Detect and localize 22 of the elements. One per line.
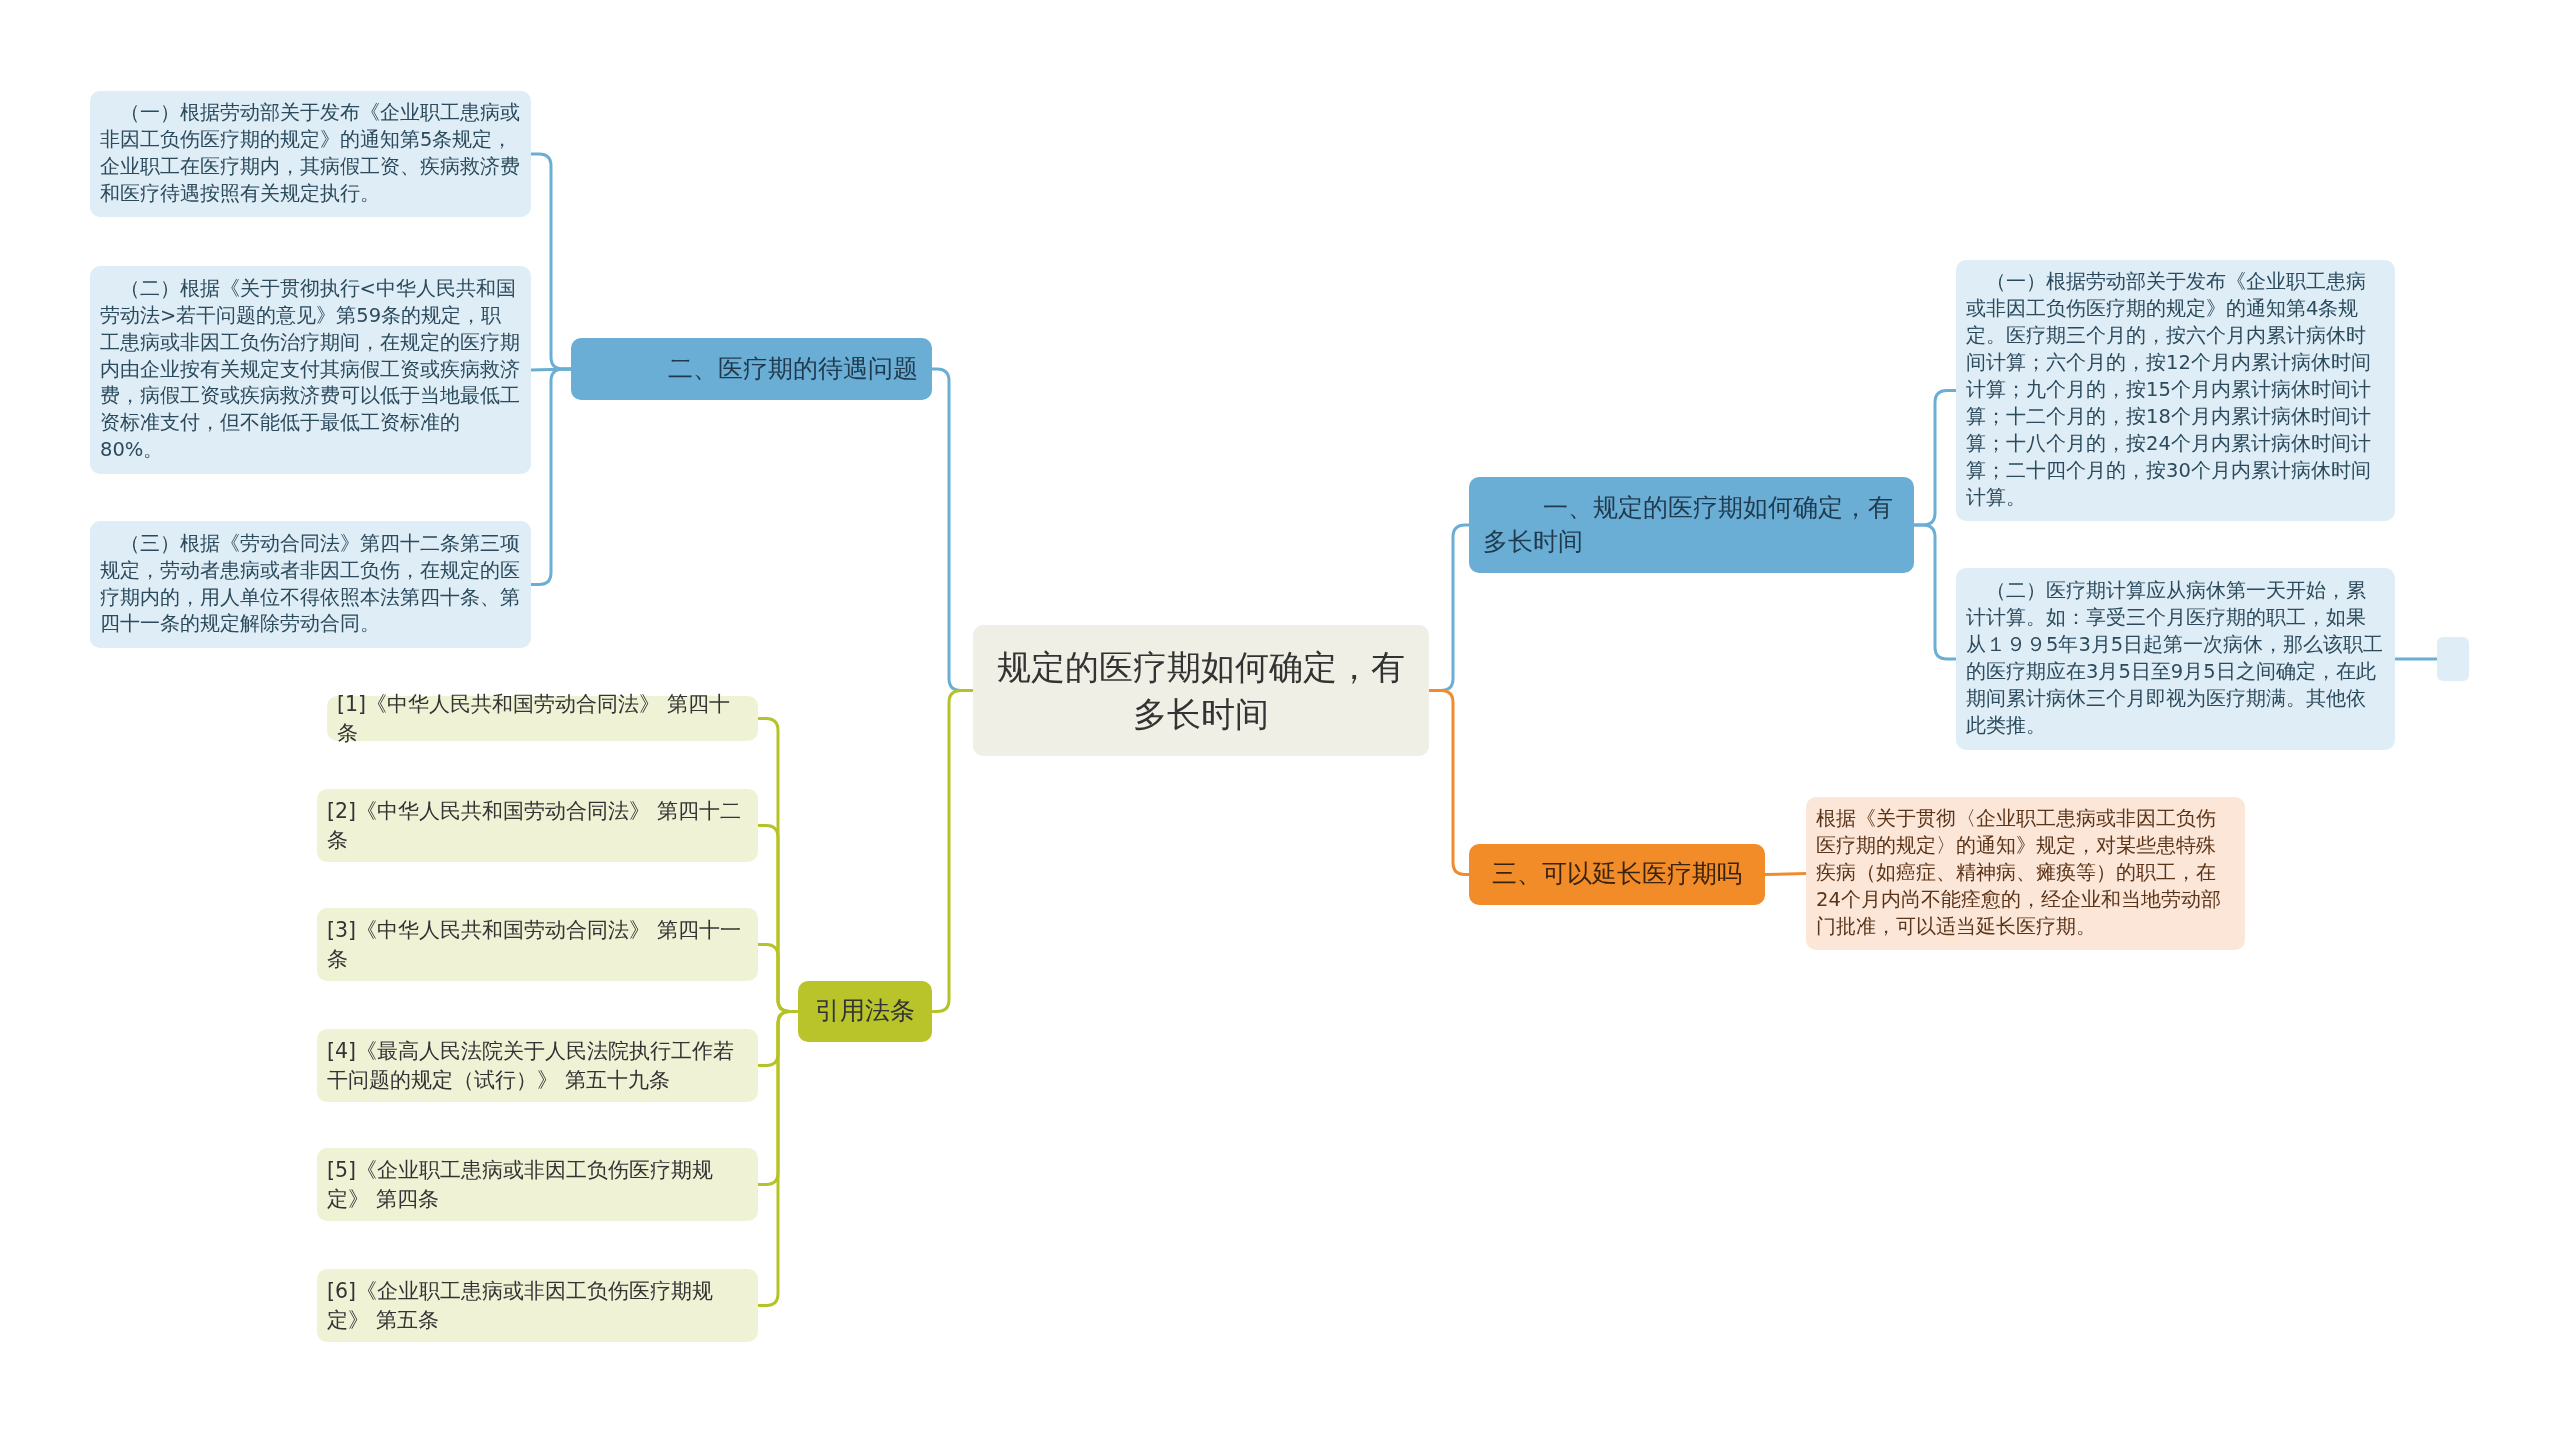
note-box: （二）根据《关于贯彻执行<中华人民共和国劳动法>若干问题的意见》第59条的规定，职工患病或非因工负伤治疗期间，在规定的医疗期内由企业按有关规定支付其病假工资或疾病救济费，病假工资或疾病救济费可以低于当地最低工资标准支付，但不能低于最低工资标准的80%。 bbox=[90, 266, 531, 474]
citation-box: [6]《企业职工患病或非因工负伤医疗期规定》 第五条 bbox=[317, 1269, 758, 1342]
note-box: （二）医疗期计算应从病休第一天开始，累计计算。如：享受三个月医疗期的职工，如果从１９９5年3月5日起第一次病休，那么该职工的医疗期应在3月5日至9月5日之间确定，在此期间累计病休三个月即视为医疗期满。其他依此类推。 bbox=[1956, 568, 2395, 750]
note-box: （一）根据劳动部关于发布《企业职工患病或非因工负伤医疗期的规定》的通知第4条规定。医疗期三个月的，按六个月内累计病休时间计算；六个月的，按12个月内累计病休时间计算；九个月的，按15个月内累计病休时间计算；十二个月的，按18个月内累计病休时间计算；十八个月的，按24个月内累计病休时间计算；二十四个月的，按30个月内累计病休时间计算。 bbox=[1956, 260, 2395, 521]
connector-line bbox=[531, 367, 571, 586]
citation-box: [2]《中华人民共和国劳动合同法》 第四十二条 bbox=[317, 789, 758, 862]
connector-line bbox=[1764, 872, 1807, 876]
empty-box bbox=[2437, 637, 2469, 681]
citation-box: [3]《中华人民共和国劳动合同法》 第四十一条 bbox=[317, 908, 758, 981]
topic-box: 规定的医疗期如何确定，有多长时间 bbox=[973, 625, 1429, 756]
citation-box: [4]《最高人民法院关于人民法院执行工作若干问题的规定（试行）》 第五十九条 bbox=[317, 1029, 758, 1102]
connector-line bbox=[2395, 657, 2437, 661]
note-box: 根据《关于贯彻〈企业职工患病或非因工负伤医疗期的规定〉的通知》规定，对某些患特殊疾病（如癌症、精神病、瘫痪等）的职工，在24个月内尚不能痊愈的，经企业和当地劳动部门批准，可以适当延长医疗期。 bbox=[1806, 797, 2245, 950]
connector-line bbox=[1914, 523, 1956, 661]
citation-box: [5]《企业职工患病或非因工负伤医疗期规定》 第四条 bbox=[317, 1148, 758, 1221]
branch-box: 引用法条 bbox=[798, 981, 932, 1042]
branch-box: 三、可以延长医疗期吗 bbox=[1469, 844, 1765, 905]
note-box: （一）根据劳动部关于发布《企业职工患病或非因工负伤医疗期的规定》的通知第5条规定，企业职工在医疗期内，其病假工资、疾病救济费和医疗待遇按照有关规定执行。 bbox=[90, 91, 531, 217]
connector-line bbox=[758, 1010, 798, 1307]
note-box: （三）根据《劳动合同法》第四十二条第三项规定，劳动者患病或者非因工负伤，在规定的医疗期内的，用人单位不得依照本法第四十条、第四十一条的规定解除劳动合同。 bbox=[90, 521, 531, 648]
branch-box: 一、规定的医疗期如何确定，有多长时间 bbox=[1469, 477, 1914, 573]
branch-box: 二、医疗期的待遇问题 bbox=[571, 338, 932, 400]
